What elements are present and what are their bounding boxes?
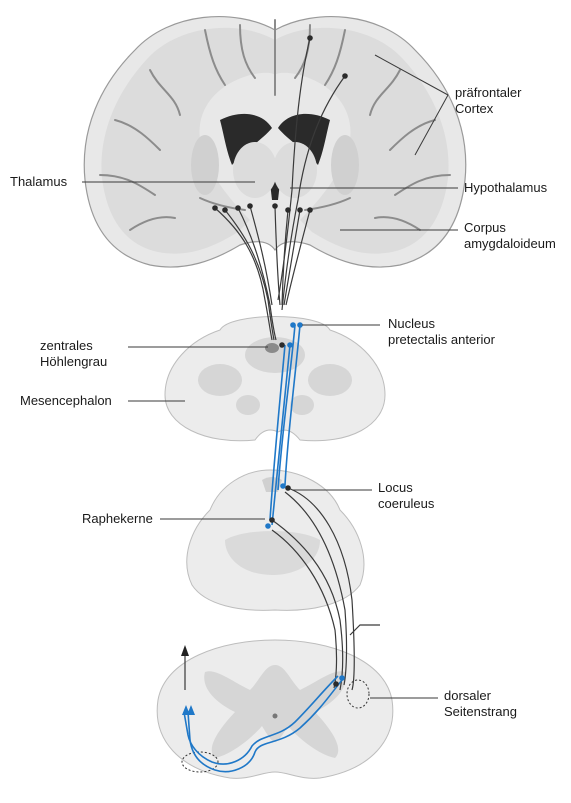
label-mesencephalon: Mesencephalon (20, 393, 112, 408)
label-praefrontaler: präfrontaler (455, 85, 522, 100)
label-pretectalis: pretectalis anterior (388, 332, 496, 347)
label-locus: Locus (378, 480, 413, 495)
label-nucleus: Nucleus (388, 316, 435, 331)
label-zentrales: zentrales (40, 338, 93, 353)
label-seitenstrang: Seitenstrang (444, 704, 517, 719)
label-raphekerne: Raphekerne (82, 511, 153, 526)
label-hoehlengrau: Höhlengrau (40, 354, 107, 369)
label-corpus: Corpus (464, 220, 506, 235)
label-coeruleus: coeruleus (378, 496, 435, 511)
label-dorsaler: dorsaler (444, 688, 492, 703)
label-hypothalamus: Hypothalamus (464, 180, 548, 195)
label-amygdaloideum: amygdaloideum (464, 236, 556, 251)
label-thalamus: Thalamus (10, 174, 68, 189)
brain-coronal-section (84, 17, 466, 267)
label-cortex: Cortex (455, 101, 494, 116)
